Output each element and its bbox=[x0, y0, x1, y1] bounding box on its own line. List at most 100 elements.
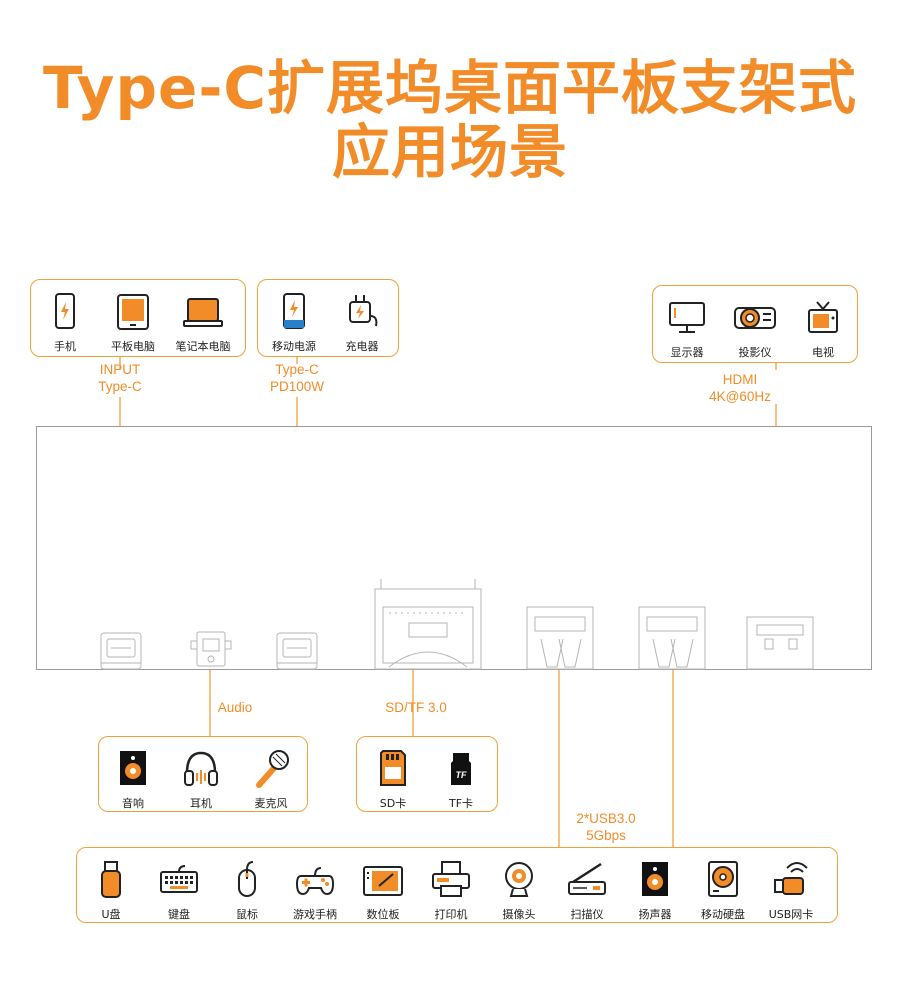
usb-drive-icon bbox=[101, 861, 121, 898]
usb-a-port-2 bbox=[638, 606, 706, 670]
device-label: 手机 bbox=[54, 340, 76, 353]
audio-device-group: 音响 耳机 麦克风 bbox=[98, 736, 308, 812]
device-label: USB网卡 bbox=[768, 908, 814, 921]
phone-icon bbox=[55, 293, 75, 329]
drawing-tablet-icon bbox=[363, 866, 403, 896]
device-monitor: 显示器 bbox=[647, 296, 727, 360]
tablet-icon bbox=[117, 294, 149, 330]
input-note: INPUT Type-C bbox=[80, 361, 160, 395]
gamepad-icon bbox=[295, 867, 335, 896]
card-note: SD/TF 3.0 bbox=[376, 699, 456, 716]
device-speaker: 音响 bbox=[93, 747, 173, 811]
note-line: 2*USB3.0 bbox=[576, 811, 636, 826]
hdmi-port bbox=[746, 616, 814, 670]
hdmi-device-group: 显示器 投影仪 电视 bbox=[652, 285, 858, 363]
keyboard-icon bbox=[160, 865, 198, 893]
device-label: 移动硬盘 bbox=[701, 908, 745, 921]
device-tv: 电视 bbox=[783, 296, 863, 360]
speaker-icon bbox=[120, 751, 146, 785]
loudspeaker-icon bbox=[642, 862, 668, 896]
device-label: 游戏手柄 bbox=[293, 908, 337, 921]
power-device-group: 移动电源 充电器 bbox=[257, 279, 399, 357]
usb-note: 2*USB3.0 5Gbps bbox=[566, 810, 646, 844]
device-power-bank: 移动电源 bbox=[254, 290, 334, 354]
note-line: Type-C bbox=[275, 362, 319, 377]
device-label: 移动电源 bbox=[272, 340, 316, 353]
device-laptop: 笔记本电脑 bbox=[163, 290, 243, 354]
dock-front-panel bbox=[36, 426, 872, 670]
usb-a-port-1 bbox=[526, 606, 594, 670]
device-webcam: 摄像头 bbox=[479, 858, 559, 922]
note-line: Audio bbox=[217, 700, 253, 715]
note-line: SD/TF 3.0 bbox=[385, 700, 447, 715]
device-microphone: 麦克风 bbox=[231, 747, 311, 811]
device-label: TF卡 bbox=[448, 797, 474, 810]
scanner-icon bbox=[568, 862, 606, 895]
device-loudspeaker: 扬声器 bbox=[615, 858, 695, 922]
device-usb-wifi: USB网卡 bbox=[751, 858, 831, 922]
mouse-icon bbox=[238, 861, 256, 897]
device-scanner: 扫描仪 bbox=[547, 858, 627, 922]
tv-icon bbox=[808, 301, 838, 333]
device-label: 音响 bbox=[122, 797, 144, 810]
dock-ports bbox=[100, 579, 814, 670]
device-mouse: 鼠标 bbox=[207, 858, 287, 922]
usb-wifi-icon bbox=[774, 862, 808, 895]
device-label: SD卡 bbox=[379, 797, 407, 810]
projector-icon bbox=[734, 307, 776, 329]
headphones-icon bbox=[184, 751, 218, 786]
device-label: 数位板 bbox=[366, 908, 400, 921]
sd-tf-slot bbox=[374, 579, 482, 670]
type-c-pd-port bbox=[276, 632, 318, 670]
usb-device-group: U盘 键盘 鼠标 游戏手柄 数位板 打印机 摄像头 扫描仪 扬声器 移动硬盘 U… bbox=[76, 847, 838, 923]
device-label: 显示器 bbox=[670, 346, 704, 359]
device-label: 打印机 bbox=[434, 908, 468, 921]
device-label: 投影仪 bbox=[738, 346, 772, 359]
device-usb-drive: U盘 bbox=[71, 858, 151, 922]
power-note: Type-C PD100W bbox=[257, 361, 337, 395]
note-line: HDMI bbox=[722, 372, 758, 387]
type-c-input-port bbox=[100, 632, 142, 670]
microphone-icon bbox=[256, 750, 289, 788]
card-device-group: SD卡 TF TF卡 bbox=[356, 736, 498, 812]
page-subtitle: 应用场景 bbox=[331, 118, 568, 186]
device-projector: 投影仪 bbox=[715, 296, 795, 360]
note-line: PD100W bbox=[269, 379, 325, 394]
audio-jack-port bbox=[190, 631, 232, 667]
power-bank-icon bbox=[283, 293, 305, 329]
device-label: 键盘 bbox=[168, 908, 190, 921]
device-tablet: 平板电脑 bbox=[93, 290, 173, 354]
device-label: 摄像头 bbox=[502, 908, 536, 921]
tf-card-icon: TF bbox=[451, 753, 471, 785]
device-label: U盘 bbox=[101, 908, 121, 921]
tf-badge: TF bbox=[456, 770, 467, 780]
charger-icon bbox=[349, 295, 378, 327]
webcam-icon bbox=[505, 862, 533, 897]
device-phone: 手机 bbox=[25, 290, 105, 354]
device-gamepad: 游戏手柄 bbox=[275, 858, 355, 922]
printer-icon bbox=[432, 861, 470, 897]
device-printer: 打印机 bbox=[411, 858, 491, 922]
device-label: 平板电脑 bbox=[111, 340, 155, 353]
laptop-icon bbox=[183, 298, 223, 327]
note-line: 4K@60Hz bbox=[709, 389, 771, 404]
input-device-group: 手机 平板电脑 笔记本电脑 bbox=[30, 279, 246, 357]
device-hard-drive: 移动硬盘 bbox=[683, 858, 763, 922]
device-label: 充电器 bbox=[345, 340, 379, 353]
audio-note: Audio bbox=[205, 699, 265, 716]
device-keyboard: 键盘 bbox=[139, 858, 219, 922]
device-headphones: 耳机 bbox=[161, 747, 241, 811]
device-label: 扬声器 bbox=[638, 908, 672, 921]
device-label: 耳机 bbox=[190, 797, 212, 810]
device-sd-card: SD卡 bbox=[353, 747, 433, 811]
hard-drive-icon bbox=[708, 861, 738, 897]
device-tf-card: TF TF卡 bbox=[421, 747, 501, 811]
device-label: 电视 bbox=[812, 346, 834, 359]
note-line: Type-C bbox=[98, 379, 142, 394]
device-label: 麦克风 bbox=[254, 797, 288, 810]
device-charger: 充电器 bbox=[322, 290, 402, 354]
monitor-icon bbox=[669, 302, 705, 333]
device-drawing-tablet: 数位板 bbox=[343, 858, 423, 922]
note-line: INPUT bbox=[99, 362, 141, 377]
note-line: 5Gbps bbox=[586, 828, 626, 843]
